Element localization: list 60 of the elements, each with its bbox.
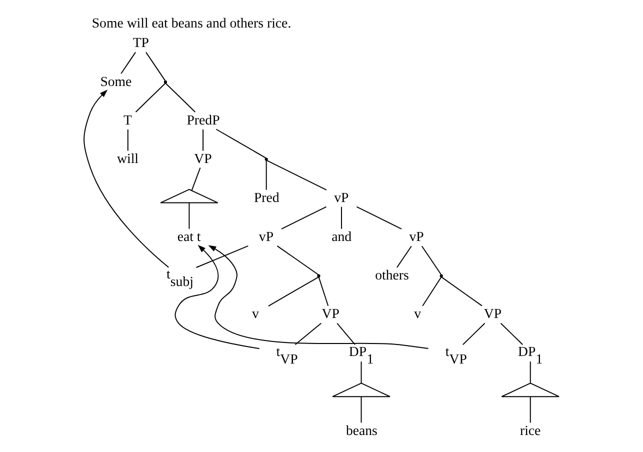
arrow [208,245,429,349]
node-text: VP [484,306,502,322]
connector [462,322,486,346]
connector [530,396,531,424]
node-text: v [414,306,422,322]
connector [360,361,362,384]
node-text: Pred [254,190,280,205]
connector [165,82,196,112]
node-text: rice [520,422,541,438]
node-text: T [123,112,132,128]
connector [268,276,320,306]
node-text: eat t [177,229,201,244]
node-point [264,158,268,161]
connector [281,206,327,230]
connector [500,322,524,346]
connector [202,128,204,152]
connector [441,276,482,306]
node-triangle [501,382,560,398]
node-text: beans [346,422,378,438]
node-triangle [160,188,218,204]
connector [421,246,442,276]
connector [356,206,402,230]
connector [336,322,356,346]
connector [530,361,531,384]
node-triangle [332,382,390,398]
node-text: TP [132,35,149,50]
connector [135,82,166,112]
connector [120,52,136,74]
node-text: will [117,150,139,166]
node-point [440,274,443,278]
diagram-title: Some will eat beans and others rice. [92,15,292,30]
node-point [317,274,320,278]
node-text: Some [100,74,132,89]
node-text: PredP [186,112,220,128]
node-text: and [332,229,352,244]
node-text: VP [194,150,212,166]
connector [127,128,128,152]
connector [294,322,322,346]
connector [266,160,327,190]
connector [276,245,319,276]
connector [191,167,201,192]
connector [318,276,329,306]
node-text: vP [334,190,349,205]
connector [422,276,442,306]
arrow [84,90,170,268]
connector [360,396,362,424]
connector [146,52,166,82]
node-point [164,80,168,84]
connector [266,160,267,190]
node-text: vP [409,229,424,244]
node-text: vP [258,229,274,244]
connector [188,202,190,230]
node-text: VP [322,306,340,322]
connector [396,246,412,268]
node-text: v [252,306,259,322]
node-text: others [375,268,409,283]
arrow [174,244,260,350]
connector [341,206,342,230]
connector [196,245,249,268]
connector [216,128,266,159]
